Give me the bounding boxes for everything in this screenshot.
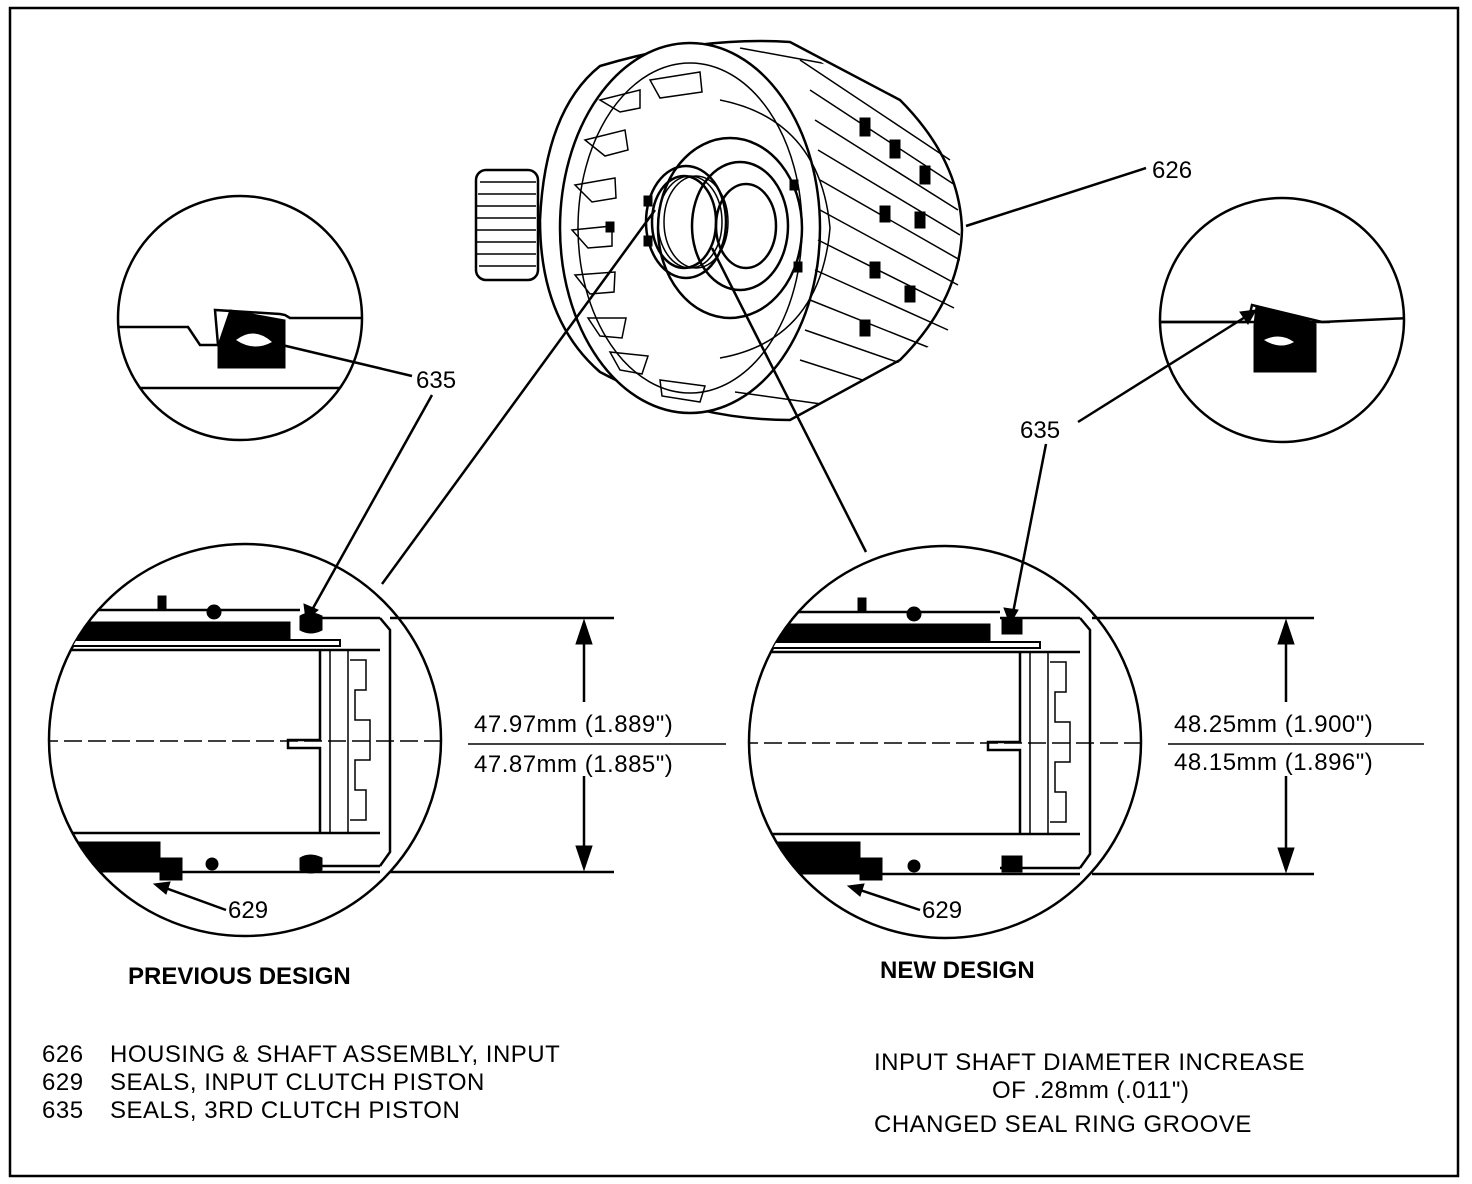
callout-leaders	[152, 166, 1257, 912]
detail-new-groove	[1158, 196, 1406, 444]
legend-num-635: 635	[42, 1097, 84, 1124]
detail-previous-groove	[116, 194, 364, 442]
section-previous-design	[47, 542, 443, 938]
dim-new-min: 48.15mm (1.896")	[1174, 749, 1373, 776]
legend-text-626: HOUSING & SHAFT ASSEMBLY, INPUT	[110, 1041, 560, 1068]
leader-to-new	[710, 247, 868, 553]
callout-635-previous: 635	[416, 367, 456, 394]
caption-new-design: NEW DESIGN	[880, 957, 1035, 984]
input-housing-illustration	[474, 39, 964, 422]
change-note: INPUT SHAFT DIAMETER INCREASE OF .28mm (…	[874, 1049, 1305, 1138]
dimension-new	[1092, 616, 1424, 876]
dim-new-max: 48.25mm (1.900")	[1174, 711, 1373, 738]
figure-border	[8, 6, 1460, 1178]
callout-629-previous: 629	[228, 897, 268, 924]
legend-num-626: 626	[42, 1041, 84, 1068]
legend: 626 HOUSING & SHAFT ASSEMBLY, INPUT 629 …	[42, 1041, 560, 1124]
dim-previous-max: 47.97mm (1.889")	[474, 711, 673, 738]
dim-previous-min: 47.87mm (1.885")	[474, 751, 673, 778]
note-line-3: CHANGED SEAL RING GROOVE	[874, 1111, 1252, 1138]
shaft-spline-stub	[474, 168, 540, 282]
legend-num-629: 629	[42, 1069, 84, 1096]
callout-635-new: 635	[1020, 417, 1060, 444]
leader-to-previous	[380, 209, 657, 585]
note-line-2: OF .28mm (.011")	[992, 1077, 1189, 1104]
legend-text-635: SEALS, 3RD CLUTCH PISTON	[110, 1097, 460, 1124]
section-new-design	[747, 544, 1143, 940]
dimension-previous	[390, 616, 726, 874]
note-line-1: INPUT SHAFT DIAMETER INCREASE	[874, 1049, 1305, 1076]
caption-previous-design: PREVIOUS DESIGN	[128, 963, 351, 990]
clutch-tabs	[570, 71, 706, 403]
callout-629-new: 629	[922, 897, 962, 924]
legend-text-629: SEALS, INPUT CLUTCH PISTON	[110, 1069, 485, 1096]
callout-626: 626	[1152, 157, 1192, 184]
